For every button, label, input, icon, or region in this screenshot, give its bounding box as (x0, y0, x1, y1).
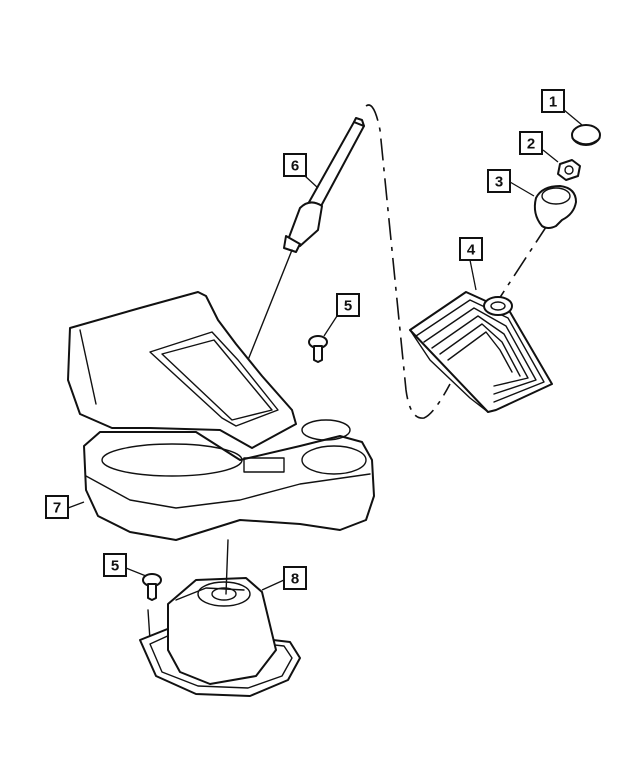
leader-5a (323, 315, 338, 337)
leader-3 (509, 181, 535, 197)
callout-5-lower-label: 5 (111, 558, 119, 575)
callout-6: 6 (283, 153, 307, 177)
callout-4: 4 (459, 237, 483, 261)
leader-6 (304, 175, 319, 189)
screw-lower-part (142, 573, 162, 641)
callout-5-lower: 5 (103, 553, 127, 577)
leader-7 (67, 501, 85, 509)
callout-5-upper: 5 (336, 293, 360, 317)
callout-6-label: 6 (291, 158, 299, 175)
callout-1: 1 (541, 89, 565, 113)
callout-7-label: 7 (53, 500, 61, 517)
callout-2: 2 (519, 131, 543, 155)
cap-part (571, 124, 601, 146)
leader-4 (469, 259, 477, 291)
lower-boot-part (139, 539, 301, 697)
center-console-part (67, 291, 375, 541)
callout-5-upper-label: 5 (344, 298, 352, 315)
callout-4-label: 4 (467, 242, 476, 259)
callout-3-label: 3 (495, 174, 503, 191)
callout-2-label: 2 (527, 136, 535, 153)
leader-5b (125, 567, 147, 577)
assembly-line-knob-to-boot (496, 223, 549, 303)
shift-knob-part (533, 185, 577, 229)
leader-2 (542, 149, 559, 163)
callout-8: 8 (283, 566, 307, 590)
callout-1-label: 1 (549, 94, 557, 111)
leader-1 (563, 109, 583, 126)
callout-7: 7 (45, 495, 69, 519)
shift-lever-part (231, 117, 365, 401)
shift-boot-part (409, 291, 553, 413)
callout-8-label: 8 (291, 571, 299, 588)
screw-upper-part (308, 335, 328, 363)
assembly-line-lever-loop (365, 104, 451, 419)
callout-3: 3 (487, 169, 511, 193)
nut-part (557, 159, 581, 181)
leader-8 (261, 579, 285, 591)
